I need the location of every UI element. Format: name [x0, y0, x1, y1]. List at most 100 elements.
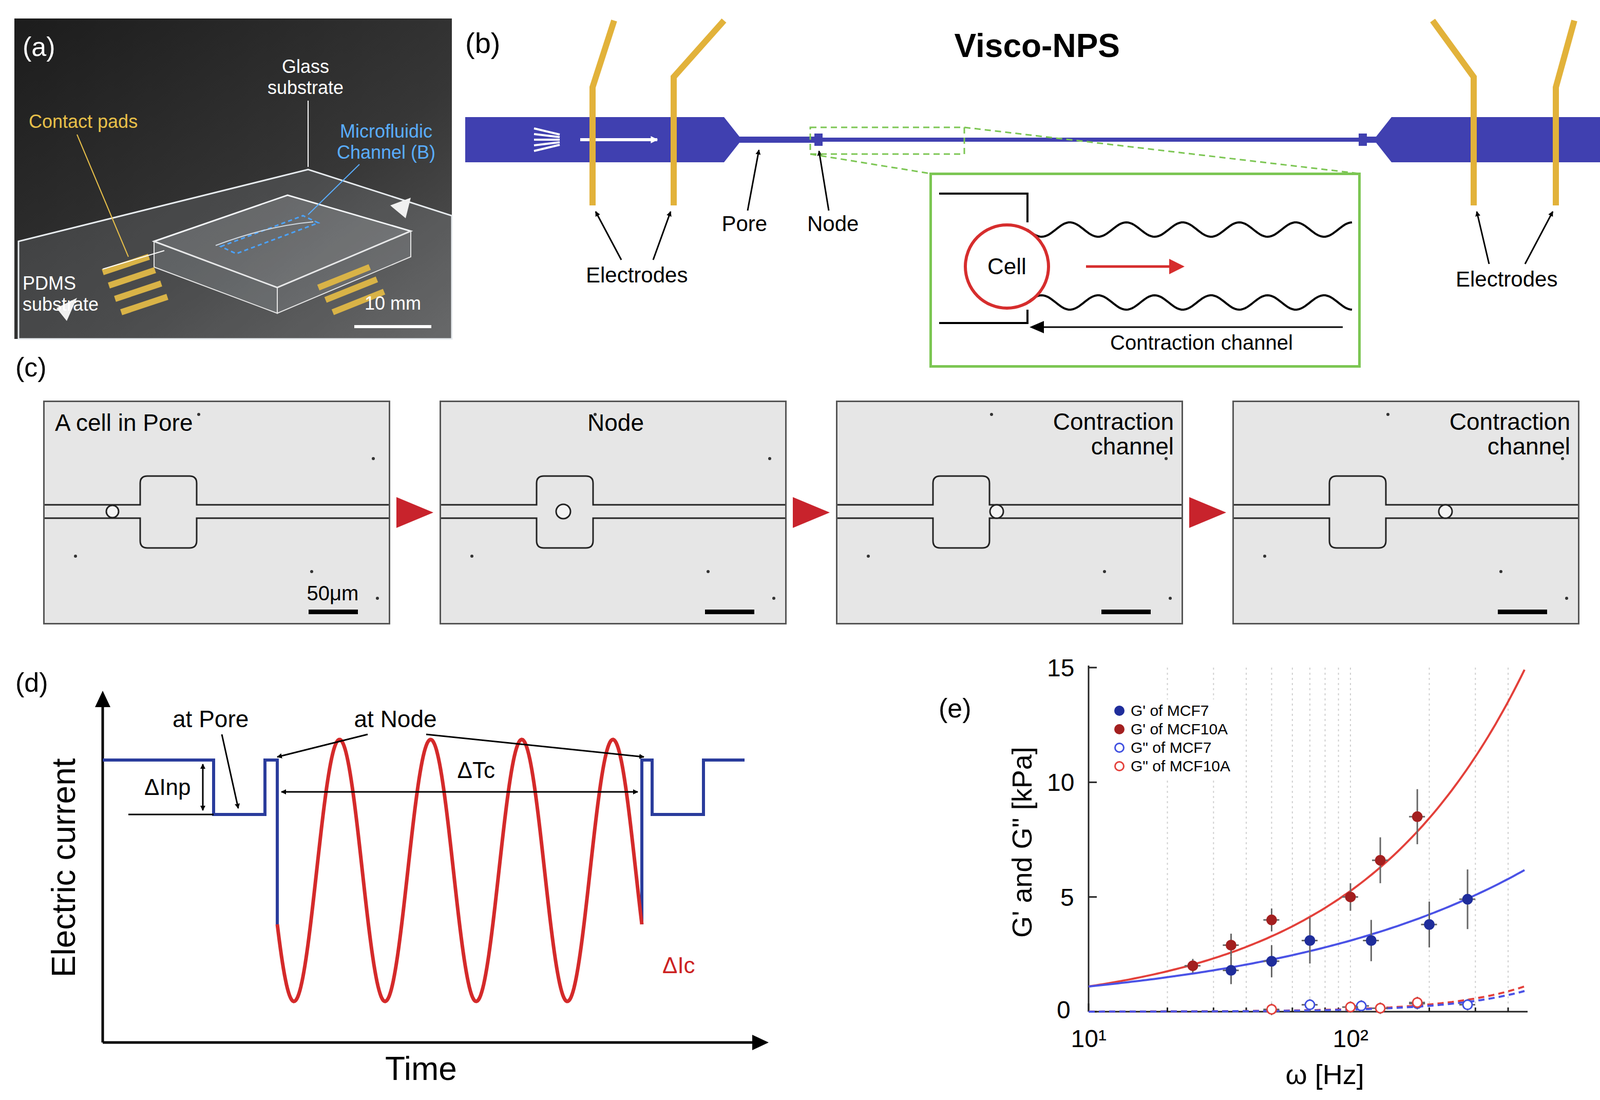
microscopy-frame: Contraction channel	[835, 400, 1184, 625]
annotation: at Pore	[172, 705, 249, 733]
axis-tick	[1088, 666, 1097, 669]
channel-schematic	[739, 136, 815, 143]
axis-tick	[1088, 781, 1097, 784]
device-photo	[390, 197, 411, 219]
legend-row: G' of MCF10A	[1114, 719, 1231, 739]
channel-outline	[441, 475, 786, 548]
data-point	[1366, 936, 1376, 946]
node-text: Contraction channel	[1110, 330, 1293, 355]
data-point	[1424, 919, 1435, 929]
electrode	[592, 20, 615, 206]
device-photo	[102, 256, 149, 273]
device-photo	[102, 250, 165, 270]
axis-tick	[1428, 1007, 1431, 1012]
scale-bar	[308, 609, 358, 615]
cell-image	[556, 504, 571, 519]
tick-label: 10¹	[1071, 1024, 1107, 1053]
device-photo	[307, 100, 309, 167]
part-label: Glass substrate	[246, 55, 365, 99]
debris-dot	[768, 456, 772, 461]
fit-curve	[1088, 669, 1525, 987]
axis-tick	[1507, 1007, 1510, 1012]
legend-text: G' of MCF10A	[1130, 720, 1228, 738]
legend-text: G" of MCF10A	[1130, 757, 1231, 775]
annotation: at Node	[354, 705, 437, 733]
debris-dot	[73, 554, 78, 558]
channel-schematic	[534, 144, 560, 151]
grid-line	[1507, 667, 1509, 1012]
data-point	[1412, 811, 1422, 822]
current-trace	[102, 759, 745, 925]
node-text: Contraction channel	[1405, 409, 1571, 460]
data-point	[1462, 1000, 1473, 1010]
channel-schematic	[1366, 136, 1377, 143]
current-trace	[102, 759, 278, 925]
device-photo	[108, 270, 156, 286]
signal-name: ΔInp	[144, 774, 192, 801]
data-point	[1226, 940, 1236, 950]
axis-label: ω [Hz]	[1285, 1058, 1365, 1091]
debris-dot	[1263, 554, 1267, 558]
grid-line	[1338, 667, 1340, 1012]
part-label: Electrodes	[1455, 267, 1558, 292]
data-point	[1412, 997, 1422, 1007]
measurement-arrow	[426, 734, 644, 757]
leader-line	[818, 150, 829, 211]
device-photo	[308, 164, 360, 215]
channel-schematic	[724, 117, 740, 163]
channel-schematic	[1358, 133, 1367, 146]
device-photo	[215, 221, 314, 246]
data-point	[1266, 915, 1276, 925]
debris-dot	[772, 596, 776, 600]
debris-dot	[1102, 569, 1107, 574]
debris-dot	[310, 569, 314, 574]
current-trace	[641, 759, 745, 925]
inset-box: Contraction channel Cell	[929, 172, 1361, 368]
leader-line	[1476, 211, 1490, 264]
legend-swatch	[1114, 724, 1125, 735]
node-text: Cell	[987, 253, 1027, 280]
cell-image	[1438, 504, 1453, 519]
measurement-arrow	[221, 734, 239, 809]
microscopy-frame: Contraction channel	[1232, 400, 1580, 625]
figure-heading: Visco-NPS	[954, 27, 1121, 66]
measurement-arrow	[128, 734, 644, 815]
electrode	[673, 20, 725, 206]
part-label: Microfluidic Channel (B)	[321, 120, 451, 164]
data-point	[1188, 961, 1198, 971]
tick-label: 10	[1046, 768, 1075, 797]
grid-line	[1309, 667, 1311, 1012]
channel-schematic	[814, 133, 823, 146]
tick-label: 10²	[1332, 1024, 1369, 1053]
flow-arrow	[1169, 258, 1185, 275]
tick-label: 15	[1046, 653, 1075, 682]
debris-dot	[1565, 596, 1569, 600]
channel-wall	[939, 309, 1028, 323]
node-text: A cell in Pore	[54, 409, 193, 437]
device-photo	[102, 256, 385, 313]
debris-dot	[866, 554, 870, 558]
data-point	[1345, 892, 1356, 902]
panel-letter: (d)	[15, 667, 49, 699]
channel-schematic	[534, 134, 560, 138]
channel-outline	[1233, 475, 1578, 548]
debris-dot	[1386, 412, 1390, 416]
signal-plot-axes	[102, 1041, 755, 1044]
measurement-arrow	[277, 734, 368, 757]
measurement-arrow	[202, 764, 204, 811]
channel-wall	[1027, 222, 1352, 237]
legend-row: G" of MCF7	[1114, 738, 1231, 757]
grid-line	[1245, 667, 1247, 1012]
panel-letter: (c)	[15, 352, 47, 384]
debris-dot	[375, 596, 379, 600]
node-text: Node	[587, 409, 644, 437]
legend-swatch	[1114, 760, 1125, 772]
flow-arrow	[1086, 265, 1172, 269]
device-photo	[220, 215, 319, 254]
part-label: Electrodes	[585, 262, 688, 288]
grid-line	[1474, 667, 1476, 1012]
axis-tick	[1291, 1007, 1293, 1012]
debris-dot	[1168, 596, 1172, 600]
legend-swatch	[1114, 705, 1125, 716]
axis-line	[1088, 665, 1090, 1012]
